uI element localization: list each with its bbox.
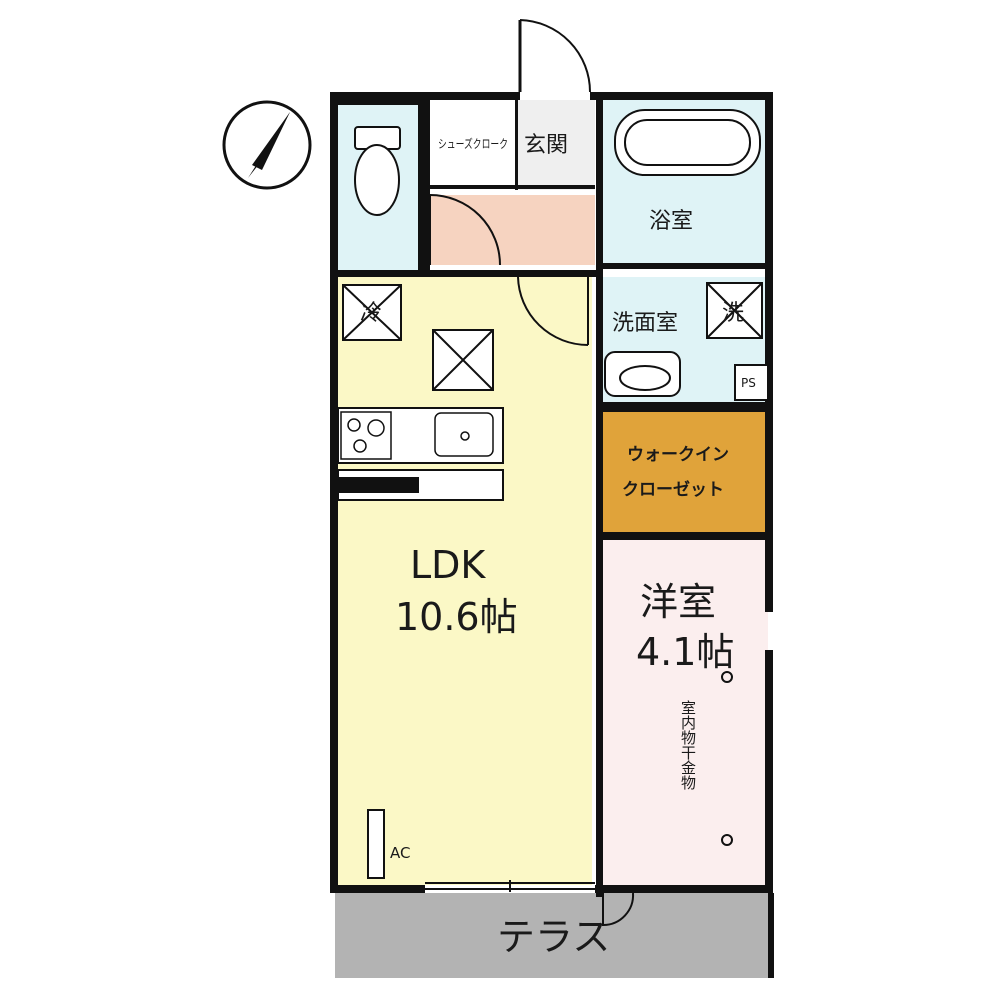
aircon-icon: [367, 809, 385, 879]
hall-area: [430, 195, 595, 265]
washer-label: 洗: [722, 301, 744, 326]
sliding-window: [425, 880, 595, 892]
vent-icon: [432, 329, 494, 391]
entrance-area: [515, 100, 595, 190]
fridge-label: 冷: [360, 301, 382, 326]
sink-icon: [434, 412, 494, 457]
drying-hook-icon: [721, 834, 733, 846]
wic-label-line1: ウォークイン: [627, 445, 729, 465]
aircon-label: AC: [390, 844, 410, 862]
washer-space: [706, 282, 763, 339]
terrace: [335, 893, 768, 978]
terrace-door[interactable]: [602, 892, 635, 927]
ldk-name: LDK: [410, 543, 486, 587]
stove-icon: [340, 411, 392, 460]
bedroom-area: [600, 540, 768, 885]
pipe-space: [734, 364, 769, 401]
toilet-icon: [354, 126, 401, 216]
terrace-label: テラス: [497, 915, 610, 959]
drying-hook-icon: [721, 671, 733, 683]
bathtub-icon: [614, 109, 761, 176]
entrance-door[interactable]: [518, 19, 591, 93]
bedroom-name: 洋室: [640, 580, 716, 624]
wic-label-line2: クローゼット: [622, 479, 724, 500]
ldk-size: 10.6帖: [395, 595, 518, 639]
pipe-space-label: PS: [741, 376, 756, 390]
north-arrow-icon: [222, 100, 312, 190]
toilet-door[interactable]: [429, 194, 501, 266]
bath-label: 浴室: [649, 209, 693, 234]
shoe-closet-area: [432, 100, 512, 180]
entrance-label: 玄関: [524, 133, 568, 158]
drying-hardware-label: 室内物干金物: [679, 700, 697, 791]
ldk-door[interactable]: [517, 276, 589, 346]
bedroom-size: 4.1帖: [636, 630, 734, 674]
fridge-space: [342, 284, 402, 341]
walls: [330, 92, 774, 978]
walk-in-closet-area: [603, 412, 768, 532]
shoe-closet-label: シューズクローク: [438, 136, 508, 151]
basin-icon: [604, 351, 681, 397]
washroom-label: 洗面室: [612, 311, 678, 336]
